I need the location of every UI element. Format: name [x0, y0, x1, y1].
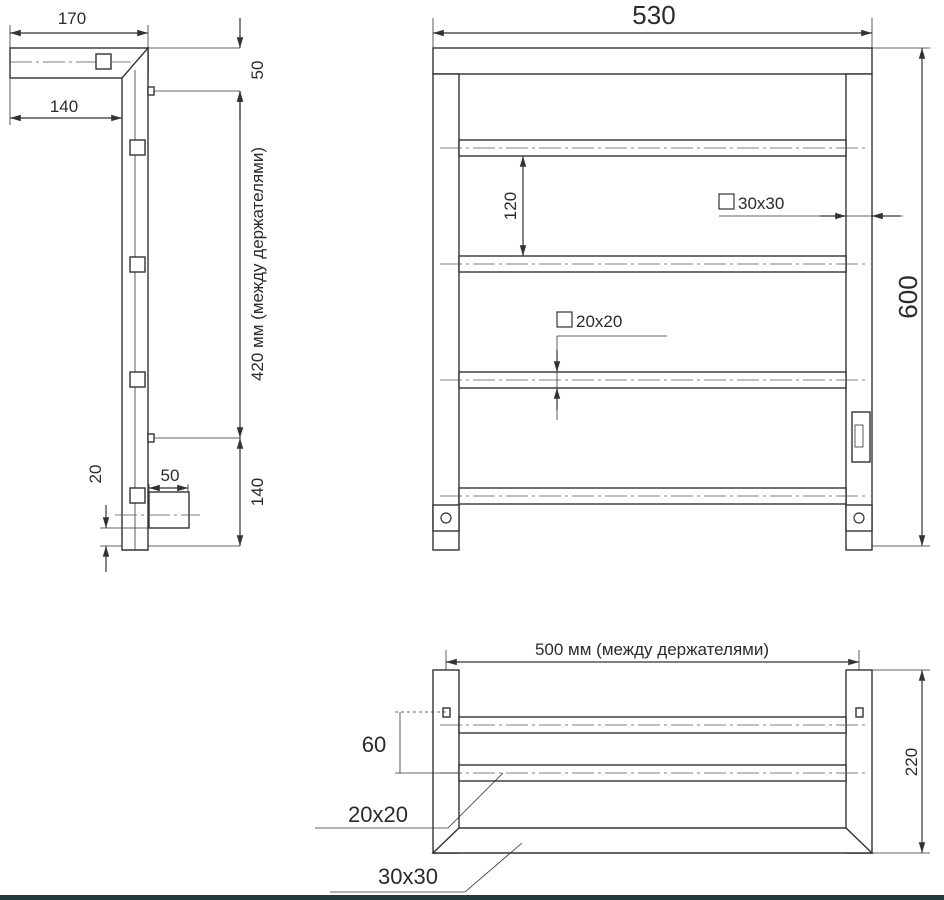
post-square	[129, 139, 146, 156]
leader-line	[447, 772, 504, 829]
holder-bolt	[442, 707, 451, 718]
dim-depth-label: 220	[902, 748, 921, 776]
post-square	[129, 371, 146, 388]
mount-plate-right	[845, 504, 873, 532]
dim-step-label: 60	[362, 732, 386, 757]
holder-bolt	[147, 433, 155, 443]
post-square	[129, 487, 146, 504]
profile-square-icon	[718, 193, 735, 210]
dim-bottom-square-label: 20	[86, 465, 105, 484]
dim-arm-label: 140	[50, 97, 78, 116]
front-frame	[431, 827, 874, 854]
dim-height-label: 600	[893, 275, 923, 318]
dim-width-label: 530	[632, 0, 675, 30]
post-square	[129, 256, 146, 273]
mount-plate-left	[432, 504, 460, 532]
left-post	[432, 73, 460, 551]
right-frame	[845, 669, 873, 854]
footer-bar	[0, 895, 944, 900]
frame-profile-label: 30x30	[378, 864, 438, 889]
profile-square-icon	[556, 311, 573, 328]
dim-shelf-spacing-label: 120	[501, 192, 520, 220]
holder-bolt	[147, 86, 155, 96]
mount-hole	[853, 512, 865, 524]
front-view: 530 120 30x30 20x20	[432, 0, 930, 551]
side-view: 170 140 50 420 мм (между держателями)	[9, 9, 267, 572]
bar-profile-label: 20x20	[348, 802, 408, 827]
holder-bolt	[855, 707, 864, 718]
dim-between-holders-label: 420 мм (между держателями)	[248, 147, 267, 381]
dim-top-width-label: 170	[58, 9, 86, 28]
left-frame	[432, 669, 460, 854]
dim-top-offset-label: 50	[248, 61, 267, 80]
arm-square	[95, 53, 112, 70]
dim-bottom-offset-label: 140	[248, 478, 267, 506]
bottom-holder	[148, 491, 190, 529]
top-bar	[432, 47, 873, 75]
profile-horizontal-label: 20x20	[576, 312, 622, 331]
profile-vertical-label: 30x30	[738, 194, 784, 213]
switch	[854, 424, 864, 448]
right-post	[845, 73, 873, 551]
leader-line	[464, 842, 523, 893]
mount-hole	[440, 512, 452, 524]
switch-box	[851, 411, 871, 463]
top-arm	[9, 47, 149, 79]
dim-bottom-arm-label: 50	[161, 466, 180, 485]
dim-between-holders-top-label: 500 мм (между держателями)	[535, 640, 769, 659]
top-view: 500 мм (между держателями) 60 220 20x20 …	[315, 640, 930, 893]
